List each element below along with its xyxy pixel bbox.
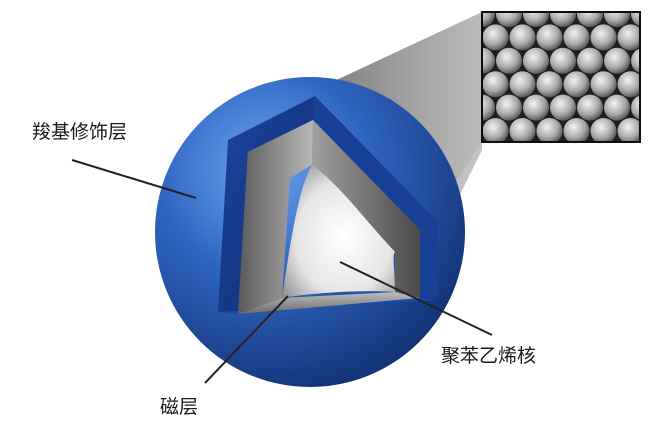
magnetic-layer-label: 磁层 [160, 396, 199, 418]
leader-line-carboxyl [71, 159, 197, 199]
micrograph-bead [482, 118, 509, 142]
shell-cut-face-right [313, 96, 438, 300]
micrograph-bead [590, 71, 617, 98]
micrograph-bead [536, 71, 563, 98]
micrograph-bead [496, 47, 522, 74]
micrograph-bead [590, 24, 617, 51]
micrograph-bead [577, 47, 603, 74]
magnetic-face-left [238, 120, 313, 314]
leader-line-magnetic [204, 295, 289, 384]
leader-line-polystyrene [339, 261, 493, 336]
micrograph-bead [496, 12, 522, 27]
micrograph-bead [631, 95, 640, 120]
micrograph-bead [496, 94, 522, 121]
micrograph-bead [563, 118, 590, 142]
micrograph-bead [523, 94, 549, 121]
micrograph-bead [604, 94, 630, 121]
micrograph-bead [563, 71, 590, 98]
micrograph-bead [577, 12, 603, 27]
micrograph-bead [482, 12, 495, 27]
micrograph-bead [523, 12, 549, 27]
sem-micrograph-icon [481, 11, 641, 143]
micrograph-bead [536, 118, 563, 142]
micrograph-bead [550, 47, 576, 74]
micrograph-bead [523, 47, 549, 74]
micrograph-bead [617, 71, 640, 98]
carboxyl-layer-label: 羧基修饰层 [32, 121, 128, 143]
shell-cut-face-left [218, 96, 315, 314]
micrograph-bead [604, 47, 630, 74]
micrograph-bead [617, 118, 640, 142]
micrograph-bead [536, 24, 563, 51]
micrograph-bead [604, 12, 630, 27]
micrograph-bead [482, 71, 509, 98]
micrograph-bead [631, 12, 640, 27]
magnetic-face-bottom [238, 292, 420, 314]
micrograph-bead [482, 24, 509, 51]
micrograph-bead [617, 24, 640, 51]
micrograph-bead [550, 12, 576, 27]
polystyrene-core [282, 165, 395, 298]
micrograph-bead [631, 48, 640, 74]
micrograph-bead [563, 24, 590, 51]
micrograph-bead [590, 118, 617, 142]
micrograph-bead [482, 47, 495, 74]
micrograph-bead [509, 24, 536, 51]
micrograph-bead [509, 71, 536, 98]
micrograph-bead [550, 94, 576, 121]
magnetic-face-right [312, 120, 420, 298]
micrograph-bead [577, 94, 603, 121]
micrograph-bead [482, 94, 495, 121]
micrograph-bead [509, 118, 536, 142]
polystyrene-core-label: 聚苯乙烯核 [441, 345, 537, 367]
